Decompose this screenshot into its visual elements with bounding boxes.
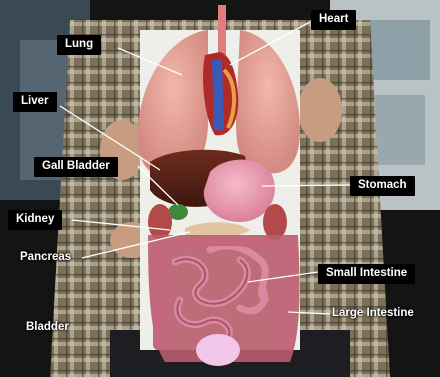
heart-label: Heart bbox=[311, 10, 356, 30]
gall-bladder-label: Gall Bladder bbox=[34, 157, 118, 177]
pancreas-label: Pancreas bbox=[20, 252, 71, 264]
bladder-label: Bladder bbox=[26, 322, 69, 334]
lung-label: Lung bbox=[57, 35, 101, 55]
large-intestine-label: Large Intestine bbox=[332, 308, 414, 320]
kidney-label: Kidney bbox=[8, 210, 62, 230]
small-intestine-label: Small Intestine bbox=[318, 264, 415, 284]
stomach-label: Stomach bbox=[350, 176, 415, 196]
liver-label: Liver bbox=[13, 92, 57, 112]
